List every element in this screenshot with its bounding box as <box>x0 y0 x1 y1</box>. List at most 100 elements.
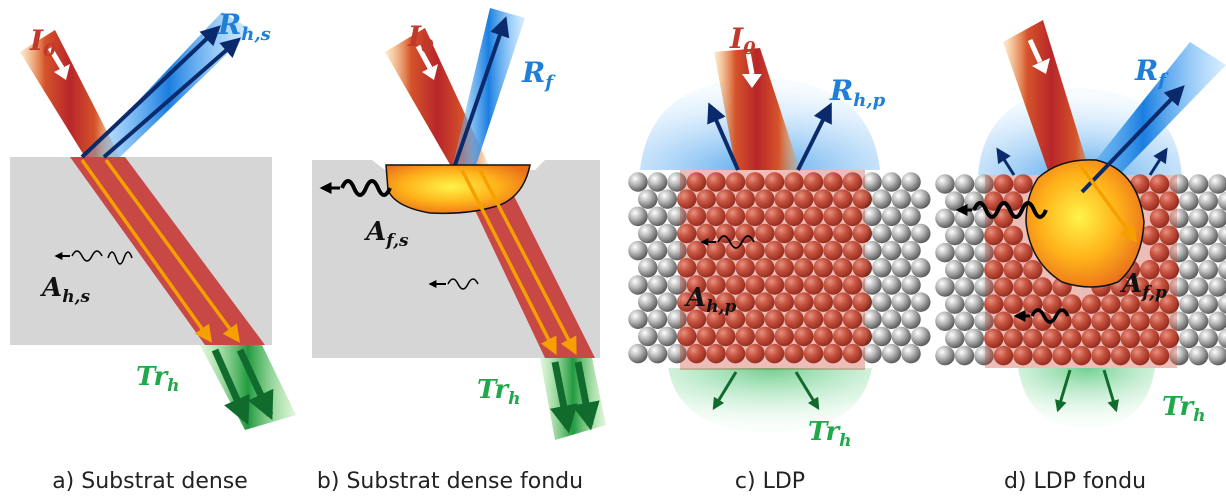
powder-particle <box>1013 345 1033 366</box>
powder-particle <box>1130 345 1150 366</box>
label-transmitted-sub: h <box>1193 406 1205 426</box>
powder-particle <box>1179 260 1199 280</box>
absorbed-wave-icon <box>717 235 755 249</box>
powder-particle <box>813 292 833 312</box>
powder-particle <box>993 345 1014 366</box>
powder-particle <box>1110 311 1131 332</box>
powder-particle <box>638 223 658 244</box>
label-reflected-sub: f <box>543 72 556 93</box>
powder-particle <box>862 206 882 227</box>
powder-particle <box>964 191 984 211</box>
powder-particle <box>842 309 863 330</box>
caption-b: b) Substrat dense fondu <box>317 469 583 494</box>
svg-text:Rf: Rf <box>521 56 556 93</box>
powder-particle <box>1149 242 1170 263</box>
svg-text:Trh: Trh <box>136 362 180 396</box>
powder-particle <box>1159 328 1179 349</box>
powder-particle <box>1140 225 1160 246</box>
powder-particle <box>1218 225 1226 246</box>
powder-particle <box>1208 242 1226 263</box>
powder-particle <box>852 292 872 312</box>
powder-particle <box>1003 225 1023 246</box>
powder-particle <box>1218 191 1226 211</box>
svg-text:Ah,s: Ah,s <box>39 273 90 307</box>
powder-particle <box>1159 294 1179 314</box>
label-absorbed-sub: h,p <box>706 297 736 317</box>
powder-particle <box>725 172 746 192</box>
powder-particle <box>1062 294 1082 314</box>
powder-particle <box>686 206 707 227</box>
powder-particle <box>755 258 775 278</box>
powder-particle <box>823 172 843 192</box>
powder-particle <box>1071 345 1092 366</box>
powder-particle <box>901 309 921 330</box>
powder-particle <box>1188 311 1209 332</box>
transmitted-arrow <box>478 169 577 356</box>
powder-particle <box>686 275 707 295</box>
label-transmitted-sub: h <box>839 431 851 451</box>
transmitted-green-arrow <box>549 361 578 434</box>
powder-bed <box>628 172 931 364</box>
powder-particle <box>993 208 1014 229</box>
powder-particle <box>628 275 648 295</box>
powder-particle <box>954 242 975 263</box>
reflected-arrow <box>707 102 740 171</box>
powder-particle <box>911 326 931 347</box>
powder-particle <box>745 343 765 364</box>
label-transmitted: Tr <box>1162 392 1195 422</box>
powder-particle <box>1169 174 1189 194</box>
powder-particle <box>1130 311 1150 332</box>
powder-particle <box>1149 174 1170 194</box>
powder-particle <box>745 206 765 227</box>
powder-particle <box>1091 311 1111 332</box>
powder-particle <box>696 292 716 312</box>
transmitted-green-arrow <box>572 361 600 431</box>
powder-particle <box>657 292 677 312</box>
powder-particle <box>716 326 736 347</box>
label-incident-sub: 0 <box>421 36 434 57</box>
label-incident: I <box>729 22 744 55</box>
powder-particle <box>964 260 984 280</box>
powder-particle <box>1159 260 1179 280</box>
powder-particle <box>677 223 697 244</box>
powder-particle <box>764 240 785 261</box>
powder-particle <box>1013 242 1033 263</box>
powder-particle <box>1208 311 1226 332</box>
powder-particle <box>935 277 955 297</box>
powder-particle <box>667 275 687 295</box>
powder-particle <box>813 223 833 244</box>
incident-arrow-icon <box>47 46 65 70</box>
powder-particle <box>745 275 765 295</box>
powder-particle <box>1188 208 1209 229</box>
svg-text:Rf: Rf <box>1134 54 1169 91</box>
powder-particle <box>774 189 794 209</box>
powder-particle <box>1032 277 1053 297</box>
powder-particle <box>706 206 726 227</box>
powder-particle <box>657 258 677 278</box>
powder-particle <box>657 189 677 209</box>
panel-b: I0 Rf Af,s Trh b) Substrat dense fondu <box>312 8 606 494</box>
caption-a: a) Substrat dense <box>52 469 248 494</box>
powder-particle <box>842 343 863 364</box>
powder-particle <box>1140 294 1160 314</box>
powder-particle <box>881 309 902 330</box>
powder-particle <box>735 189 755 209</box>
powder-particle <box>823 206 843 227</box>
powder-particle <box>833 189 853 209</box>
powder-particle <box>1208 208 1226 229</box>
powder-particle <box>1091 345 1111 366</box>
powder-particle <box>901 275 921 295</box>
powder-particle <box>852 326 872 347</box>
transmitted-green-arrow <box>1102 369 1119 413</box>
transmitted-arrow <box>460 169 557 356</box>
transmitted-beam-inner <box>70 157 265 345</box>
powder-particle <box>628 172 648 192</box>
powder-particle <box>745 240 765 261</box>
powder-particle <box>945 191 965 211</box>
powder-particle <box>784 206 804 227</box>
powder-particle <box>696 189 716 209</box>
label-transmitted-sub: h <box>508 389 520 409</box>
powder-particle <box>823 309 843 330</box>
powder-particle <box>945 225 965 246</box>
powder-particle <box>1052 345 1072 366</box>
